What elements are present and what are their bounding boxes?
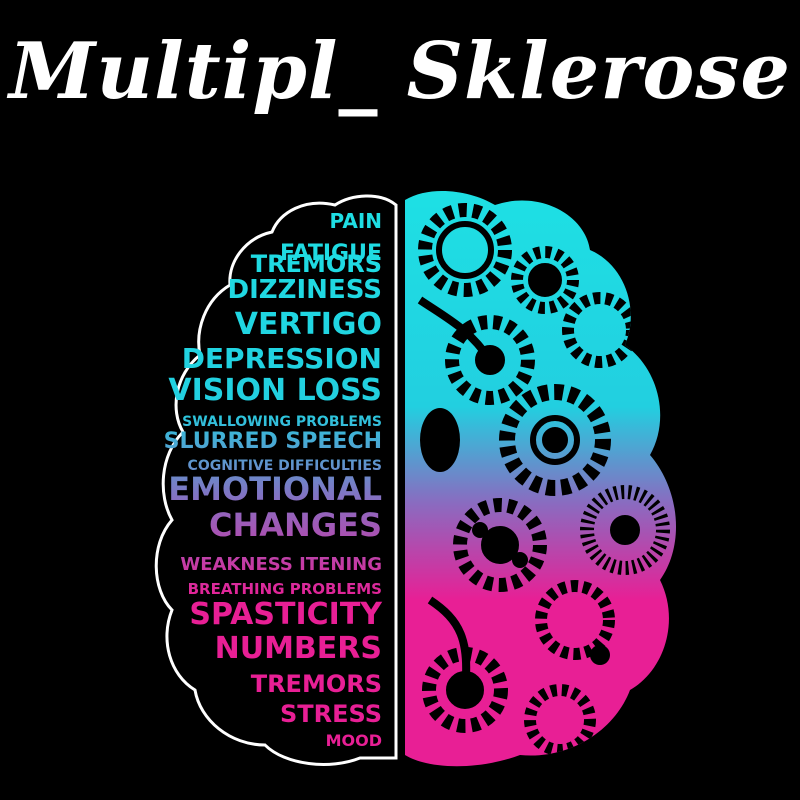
symptom-word: PAIN — [330, 209, 382, 233]
symptom-word: DEPRESSION — [182, 342, 382, 375]
right-hemisphere — [405, 190, 677, 767]
symptom-word: STRESS — [280, 700, 382, 728]
symptom-word: SLURRED SPEECH — [164, 429, 382, 454]
poster-title: Multipl_ Sklerose — [9, 26, 791, 117]
symptom-word: EMOTIONAL — [168, 470, 382, 508]
symptom-word: SPASTICITY — [189, 597, 383, 632]
symptom-word: NUMBERS — [215, 631, 382, 666]
symptom-word-cloud: PAINFATIGUETREMORSDIZZINESSVERTIGODEPRES… — [164, 209, 384, 750]
symptom-word: VERTIGO — [235, 307, 382, 342]
gears-cogs-icon — [417, 203, 670, 756]
symptom-word: COGNITIVE DIFFICULTIES — [188, 458, 382, 474]
left-hemisphere-outline — [154, 194, 398, 766]
symptom-word: MOOD — [326, 731, 382, 750]
symptom-word: DIZZINESS — [228, 275, 382, 305]
symptom-word: WEAKNESS ITENING — [180, 554, 382, 575]
symptom-word: BREATHING PROBLEMS — [188, 580, 382, 598]
symptom-word: SWALLOWING PROBLEMS — [182, 414, 382, 430]
symptom-word: CHANGES — [209, 506, 382, 544]
symptom-word: TREMORS — [251, 250, 382, 278]
symptom-word: FATIGUE — [280, 241, 382, 266]
symptom-word: TREMORS — [251, 670, 382, 698]
symptom-word: VISION LOSS — [168, 373, 382, 408]
